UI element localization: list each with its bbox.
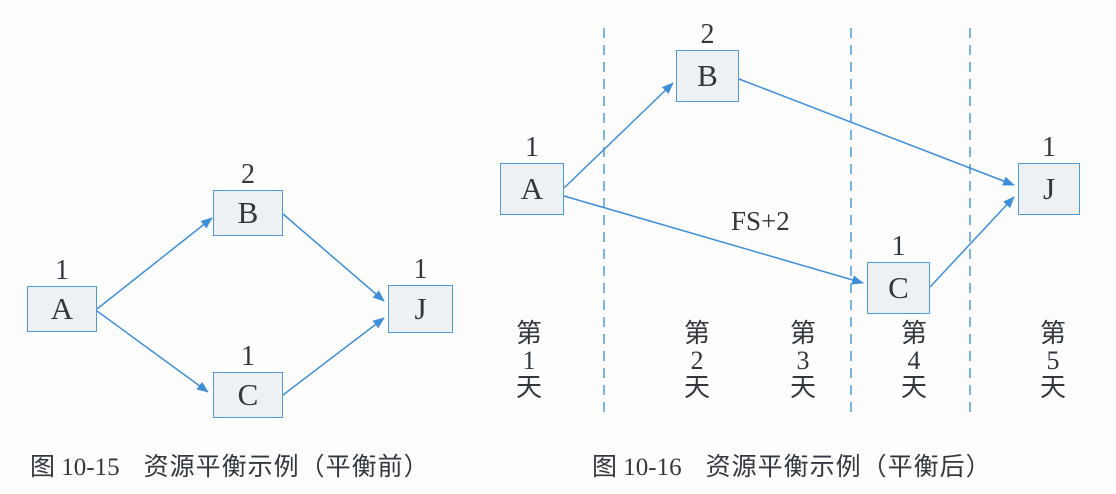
- activity-box-b: B: [213, 190, 283, 236]
- activity-box-c: C: [867, 262, 930, 314]
- edge-after-a-to-b: [563, 82, 674, 189]
- activity-box-j: J: [1018, 163, 1080, 215]
- edge-before-b-to-j: [282, 213, 385, 302]
- after-node-a: 1 A: [500, 132, 564, 215]
- edge-before-a-to-b: [96, 217, 213, 310]
- activity-letter: J: [1042, 171, 1056, 206]
- before-node-b: 2 B: [213, 159, 283, 236]
- activity-box-j: J: [388, 285, 453, 333]
- activity-box-b: B: [676, 50, 739, 102]
- resource-count: 1: [413, 254, 428, 285]
- edge-after-b-to-j: [738, 78, 1015, 186]
- resource-count: 1: [891, 231, 906, 262]
- before-node-a: 1 A: [27, 255, 97, 332]
- after-node-j: 1 J: [1018, 132, 1080, 215]
- activity-letter: B: [237, 195, 259, 230]
- resource-count: 2: [700, 19, 715, 50]
- after-diagram-edges: [563, 78, 1015, 288]
- after-node-c: 1 C: [867, 231, 930, 314]
- activity-letter: A: [50, 291, 74, 326]
- edge-after-a-to-c: [563, 195, 864, 285]
- figure-title: 资源平衡示例（平衡后）: [705, 454, 992, 481]
- edge-before-a-to-c: [96, 310, 209, 393]
- resource-count: 1: [525, 132, 539, 163]
- activity-letter: J: [414, 291, 427, 326]
- activity-box-c: C: [213, 372, 283, 418]
- activity-letter: A: [520, 171, 544, 206]
- after-node-b: 2 B: [676, 19, 739, 102]
- edge-before-c-to-j: [282, 317, 385, 396]
- figure-caption-before: 图 10-15 资源平衡示例（平衡前）: [30, 447, 430, 483]
- figure-caption-after: 图 10-16 资源平衡示例（平衡后）: [592, 447, 992, 483]
- figure-number: 图 10-16: [592, 454, 682, 481]
- activity-letter: B: [697, 58, 718, 93]
- resource-count: 1: [241, 341, 255, 372]
- edge-after-c-to-j: [929, 196, 1015, 288]
- activity-box-a: A: [27, 286, 97, 332]
- resource-count: 1: [55, 255, 69, 286]
- resource-count: 2: [241, 159, 255, 190]
- before-node-c: 1 C: [213, 341, 283, 418]
- activity-box-a: A: [500, 163, 564, 215]
- resource-count: 1: [1042, 132, 1056, 163]
- lag-label-fs2: FS+2: [731, 206, 790, 236]
- before-node-j: 1 J: [388, 254, 453, 333]
- figure-title: 资源平衡示例（平衡前）: [143, 454, 430, 481]
- activity-letter: C: [888, 270, 909, 305]
- activity-letter: C: [237, 377, 259, 412]
- figure-number: 图 10-15: [30, 454, 120, 481]
